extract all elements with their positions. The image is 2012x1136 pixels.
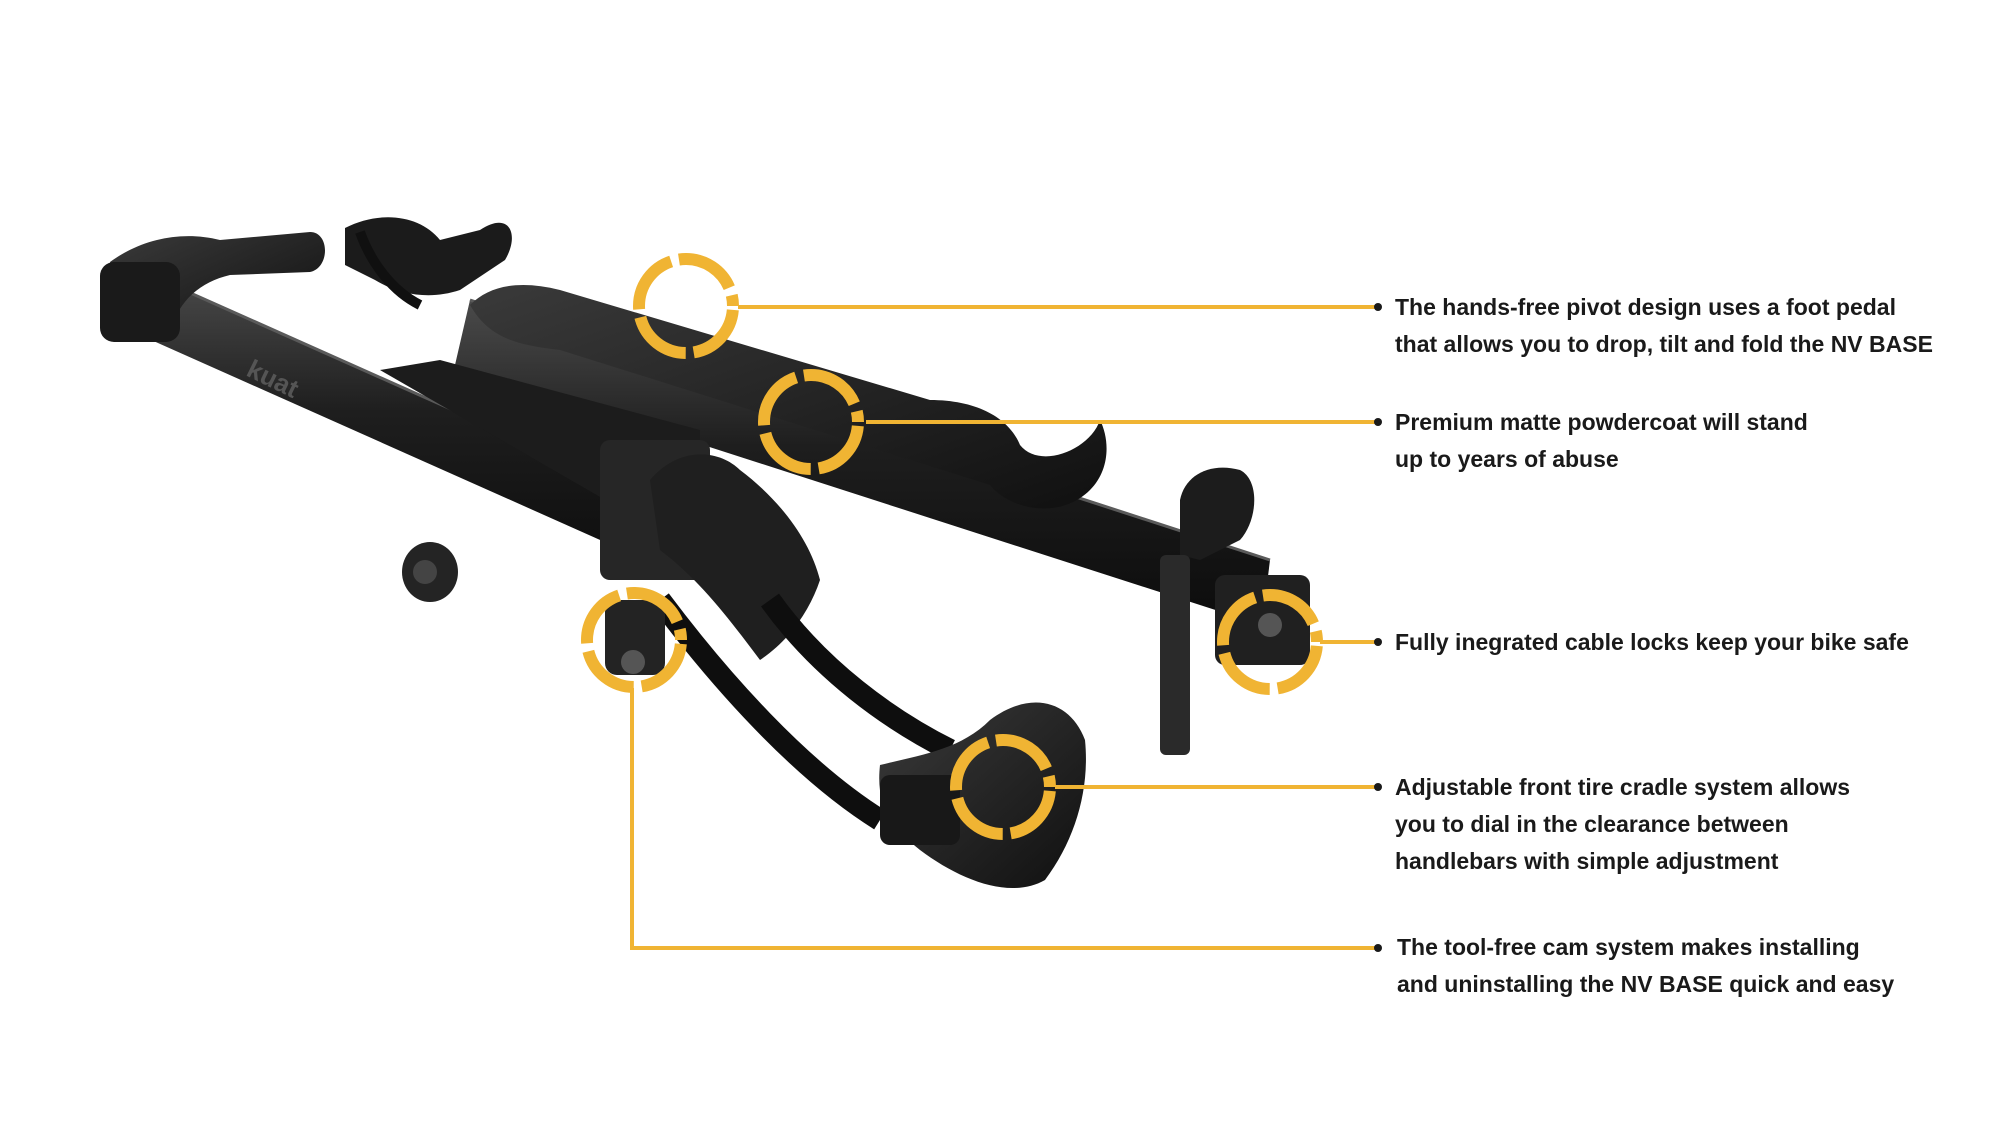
callout-tire-cradle-line-2: you to dial in the clearance between — [1395, 811, 1789, 837]
bike-rack: kuat — [100, 217, 1310, 889]
ring-cam-system — [581, 587, 687, 693]
support-arm-inner — [761, 593, 955, 760]
pivot-cylinder-cap — [413, 560, 437, 584]
leader-dots — [1374, 303, 1382, 952]
dot-cable-locks — [1374, 638, 1382, 646]
rear-handle — [470, 285, 1107, 509]
callout-powdercoat-line-2: up to years of abuse — [1395, 446, 1619, 472]
highlight-rings — [581, 253, 1323, 840]
callout-tire-cradle-line-1: Adjustable front tire cradle system allo… — [1395, 774, 1851, 800]
callout-cam-system-line-2: and uninstalling the NV BASE quick and e… — [1397, 971, 1895, 997]
cam-knob — [605, 600, 665, 675]
callout-tire-cradle: Adjustable front tire cradle system allo… — [1395, 769, 1850, 880]
ring-tire-cradle — [950, 734, 1056, 840]
dot-tire-cradle — [1374, 783, 1382, 791]
callout-pivot: The hands-free pivot design uses a foot … — [1395, 289, 1933, 363]
callout-powdercoat: Premium matte powdercoat will stand up t… — [1395, 404, 1808, 478]
callout-cam-system: The tool-free cam system makes installin… — [1397, 929, 1894, 1003]
cable-lock-keyhole — [1258, 613, 1282, 637]
front-tray — [140, 275, 700, 580]
cable-lock-tie — [1160, 555, 1190, 755]
callout-pivot-line-2: that allows you to drop, tilt and fold t… — [1395, 331, 1933, 357]
callout-cable-locks: Fully inegrated cable locks keep your bi… — [1395, 624, 1909, 661]
dot-cam-system — [1374, 944, 1382, 952]
ring-pivot — [633, 253, 739, 359]
callout-cable-locks-line-1: Fully inegrated cable locks keep your bi… — [1395, 629, 1909, 655]
callout-powdercoat-line-1: Premium matte powdercoat will stand — [1395, 409, 1808, 435]
ring-cable-locks — [1217, 589, 1323, 695]
callout-pivot-line-1: The hands-free pivot design uses a foot … — [1395, 294, 1896, 320]
dot-powdercoat — [1374, 418, 1382, 426]
tire-cradle-clamp — [880, 775, 960, 845]
dot-pivot — [1374, 303, 1382, 311]
callout-cam-system-line-1: The tool-free cam system makes installin… — [1397, 934, 1860, 960]
callout-tire-cradle-line-3: handlebars with simple adjustment — [1395, 848, 1779, 874]
cam-bolt — [621, 650, 645, 674]
cable-lock-strap — [1180, 467, 1255, 560]
leader-lines — [630, 305, 1375, 950]
rear-tray — [455, 300, 1270, 625]
front-end-cap — [100, 262, 180, 342]
leader-cam-system — [630, 688, 1375, 950]
ring-powdercoat — [758, 369, 864, 475]
wheel-hook-strap — [355, 230, 423, 310]
